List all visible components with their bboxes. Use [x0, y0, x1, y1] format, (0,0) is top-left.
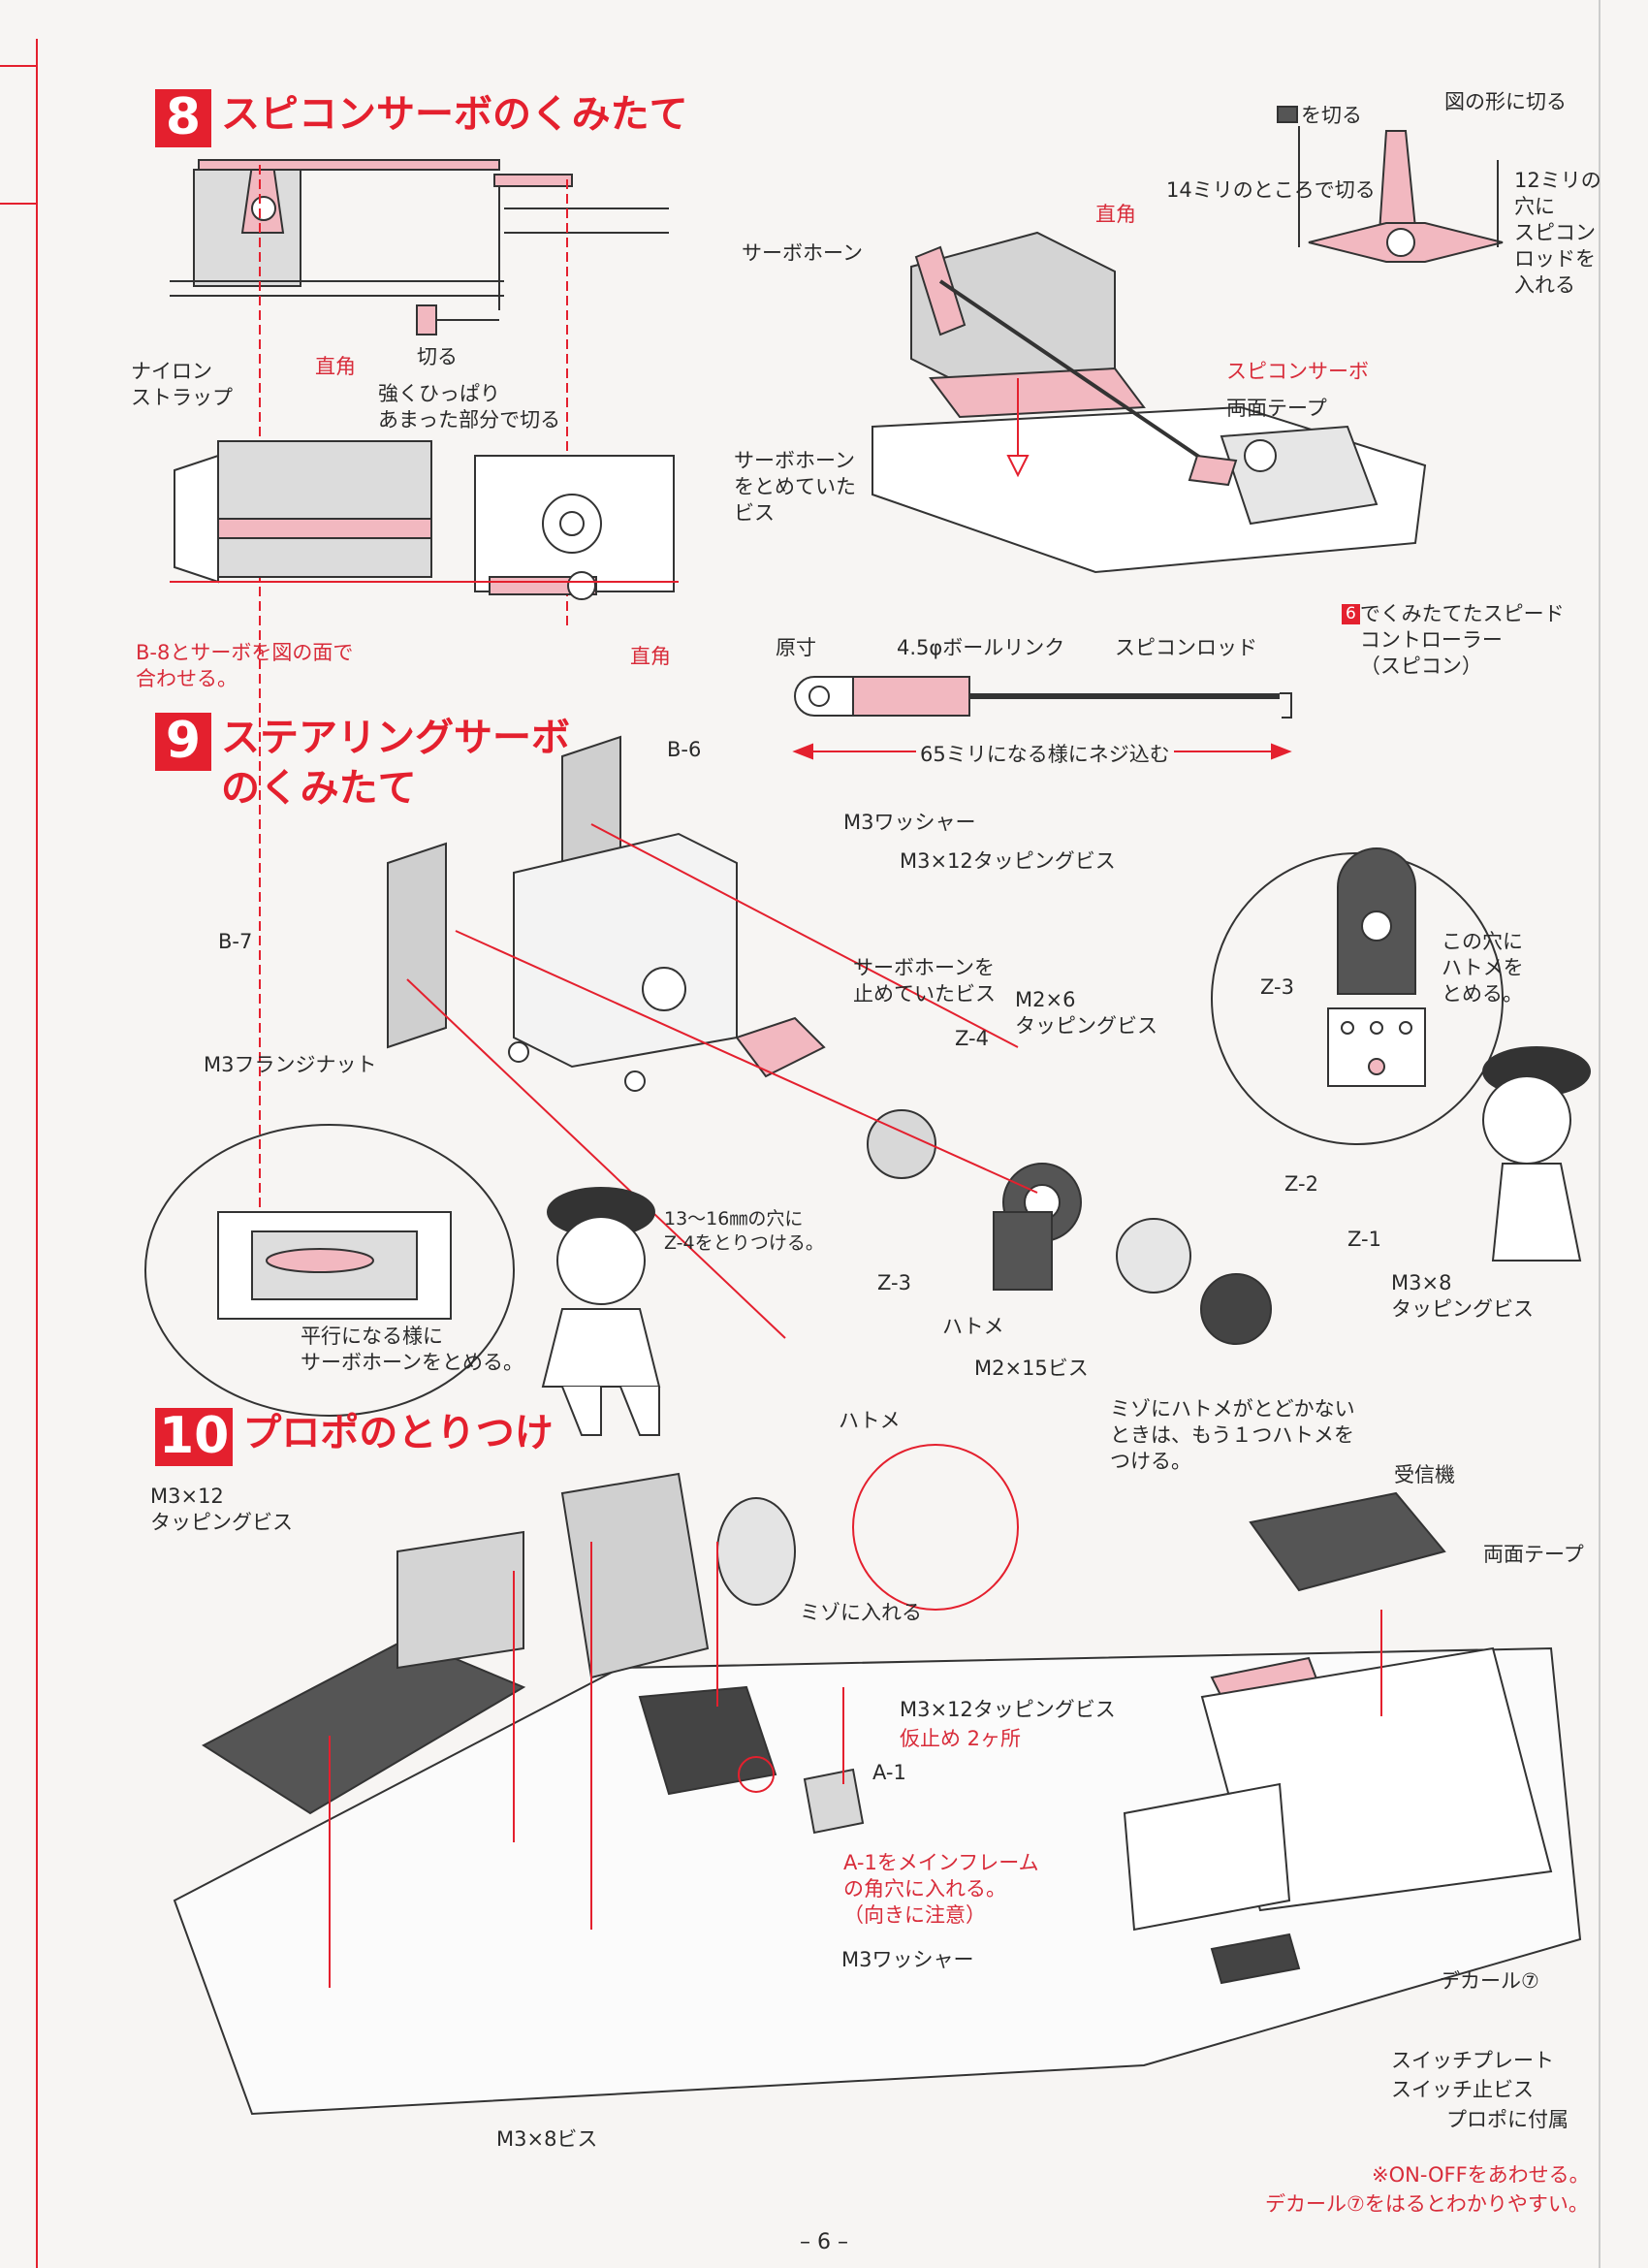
label-hole-13-16: 13～16㎜の穴に Z-4をとりつける。: [664, 1208, 824, 1254]
section-9-header: 9 ステアリングサーボ のくみたて: [155, 713, 570, 814]
label-note-decal: デカール⑦をはるとわかりやすい。: [1265, 2192, 1589, 2216]
label-spicon-rod: スピコンロッド: [1115, 636, 1257, 659]
label-into-groove: ミゾに入れる: [800, 1601, 922, 1624]
label-spicon-servo: スピコンサーボ: [1226, 360, 1369, 383]
label-double-tape-10: 両面テープ: [1483, 1543, 1584, 1566]
label-align-b8: B-8とサーボを図の面で 合わせる。: [136, 641, 354, 690]
mascot-figure: [541, 1187, 661, 1436]
speed-controller-text: でくみたてたスピード コントローラー （スピコン）: [1359, 602, 1565, 678]
label-z3-detail: Z-3: [1260, 975, 1294, 999]
label-note-onoff: ※ON-OFFをあわせる。: [1372, 2163, 1590, 2187]
label-z2: Z-2: [1284, 1172, 1318, 1196]
page-number: – 6 –: [800, 2230, 848, 2254]
label-hole-12mm: 12ミリの 穴に スピコン ロッドを 入れる: [1514, 169, 1601, 297]
label-cut: 切る: [417, 345, 458, 368]
section-10-title: プロポのとりつけ: [242, 1411, 554, 1455]
label-temp-fix: 仮止め 2ヶ所: [900, 1727, 1022, 1750]
label-a1-note: A-1をメインフレーム の角穴に入れる。 （向きに注意）: [843, 1851, 1039, 1927]
step-6-badge: 6: [1342, 604, 1360, 624]
label-switch-screw: スイッチ止ビス: [1391, 2078, 1534, 2101]
label-b6: B-6: [667, 738, 702, 761]
label-m3x12-10: M3×12 タッピングビス: [150, 1485, 293, 1534]
label-receiver: 受信機: [1394, 1463, 1455, 1486]
label-a1: A-1: [872, 1761, 906, 1784]
mascot-figure-2: [1482, 1046, 1591, 1262]
label-b7: B-7: [218, 930, 253, 953]
label-right-angle-3: 直角: [1095, 203, 1136, 226]
label-m3x8-10: M3×8ビス: [496, 2127, 598, 2151]
label-cut-to-shape: 図の形に切る: [1444, 90, 1567, 113]
label-decal7: デカール⑦: [1440, 1969, 1539, 1993]
steering-servo-exploded: [387, 735, 1272, 1345]
label-parallel-note: 平行になる様に サーボホーンをとめる。: [301, 1325, 523, 1374]
label-z1: Z-1: [1347, 1228, 1381, 1251]
servo-b8-plate-diagram: [170, 440, 679, 600]
label-double-tape-8: 両面テープ: [1226, 397, 1327, 420]
label-groove-note: ミゾにハトメがとどかない ときは、もう１つハトメを つける。: [1110, 1397, 1355, 1473]
label-m3-washer-10: M3ワッシャー: [841, 1948, 974, 1971]
label-included: プロポに付属: [1446, 2108, 1569, 2131]
section-10-header: 10 プロポのとりつけ: [155, 1408, 554, 1466]
label-servo-horn: サーボホーン: [742, 241, 863, 265]
section-10-number: 10: [155, 1408, 234, 1466]
label-actual-size: 原寸: [776, 636, 816, 659]
label-right-angle-2: 直角: [630, 645, 671, 668]
label-m3x12-temp: M3×12タッピングビス: [900, 1698, 1116, 1721]
label-nylon-strap: ナイロン ストラップ: [131, 360, 233, 409]
label-speed-controller: 6 でくみたてたスピード コントローラー （スピコン）: [1342, 601, 1565, 680]
label-z4: Z-4: [955, 1027, 989, 1050]
spicon-servo-diagram: [872, 231, 1427, 574]
label-m3x12-9: M3×12タッピングビス: [900, 849, 1116, 873]
servo-strap-diagram: [170, 159, 669, 335]
label-horn-screw-9: サーボホーンを 止めていたビス: [853, 956, 996, 1006]
label-switch-plate: スイッチプレート: [1391, 2049, 1554, 2072]
label-hatome-note: この穴に ハトメを とめる。: [1442, 930, 1524, 1006]
horn-cutting-diagram: [1277, 106, 1504, 263]
section-9-title: ステアリングサーボ のくみたて: [221, 716, 570, 811]
label-pull-cut: 強くひっぱり あまった部分で切る: [378, 382, 561, 431]
chassis-mounting-diagram: [173, 1444, 1582, 2116]
label-horn-screw: サーボホーン をとめていた ビス: [734, 449, 856, 525]
label-hatome-9: ハトメ: [942, 1315, 1004, 1338]
label-ball-link: 4.5φボールリンク: [897, 636, 1065, 659]
label-m2x15: M2×15ビス: [974, 1357, 1089, 1380]
label-z3: Z-3: [877, 1271, 911, 1294]
section-9-number: 9: [155, 713, 211, 771]
label-m3-washer-9: M3ワッシャー: [843, 811, 976, 834]
horn-parallel-circle: [144, 1124, 515, 1417]
section-8-number: 8: [155, 89, 211, 147]
label-screw-65mm: 65ミリになる様にネジ込む: [916, 742, 1174, 768]
label-right-angle-1: 直角: [315, 355, 356, 378]
section-8-title: スピコンサーボのくみたて: [221, 92, 688, 137]
label-m3x8-9: M3×8 タッピングビス: [1391, 1271, 1534, 1321]
label-cut-14mm: 14ミリのところで切る: [1166, 178, 1376, 202]
section-8-header: 8 スピコンサーボのくみたて: [155, 89, 688, 147]
label-hatch-cut: を切る: [1301, 104, 1362, 127]
label-m3-flange-nut: M3フランジナット: [204, 1053, 377, 1076]
label-hatome-10: ハトメ: [839, 1409, 901, 1432]
label-m2x6: M2×6 タッピングビス: [1015, 988, 1157, 1038]
